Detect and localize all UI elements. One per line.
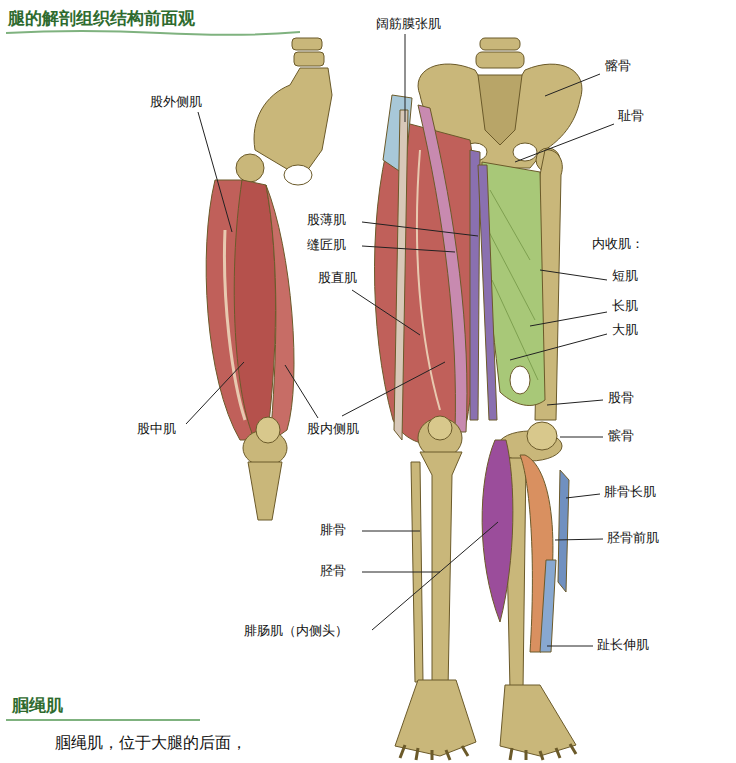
muscle-label: 长肌: [612, 298, 638, 314]
muscle-label: 趾长伸肌: [597, 637, 649, 653]
muscle-label: 腓肠肌（内侧头）: [244, 623, 348, 639]
muscle-label: 阔筋膜张肌: [376, 16, 441, 32]
diagram-title: 腿的解剖组织结构前面观: [8, 8, 195, 28]
section-heading: 腘绳肌: [12, 695, 63, 715]
muscle-label: 股薄肌: [307, 212, 346, 228]
bone-label: 髌骨: [608, 428, 634, 444]
muscle-label: 腓骨长肌: [604, 484, 656, 500]
muscle-label: 大肌: [612, 322, 638, 338]
left-thigh-figure: [206, 38, 332, 520]
muscle-label: 缝匠肌: [307, 237, 346, 253]
bone-label: 股骨: [608, 390, 634, 406]
muscle-label: 股内侧肌: [307, 421, 359, 437]
title-underline: [6, 31, 300, 35]
body-text: 腘绳肌，位于大腿的后面，: [55, 733, 247, 752]
middle-leg-figure: [374, 95, 480, 760]
leader-lines: [186, 34, 614, 646]
bone-label: 腓骨: [320, 522, 346, 538]
bone-label: 耻骨: [618, 108, 644, 124]
muscle-label: 股直肌: [318, 270, 357, 286]
muscle-label: 短肌: [612, 268, 638, 284]
bone-label: 髂骨: [605, 58, 631, 74]
right-leg-figure: [478, 148, 576, 760]
bone-label: 胫骨: [320, 563, 346, 579]
muscle-label: 股中肌: [137, 421, 176, 437]
heading-underline: [6, 719, 200, 721]
muscle-label: 胫骨前肌: [607, 530, 659, 546]
muscle-label: 股外侧肌: [150, 94, 202, 110]
group-label: 内收肌：: [592, 236, 644, 252]
